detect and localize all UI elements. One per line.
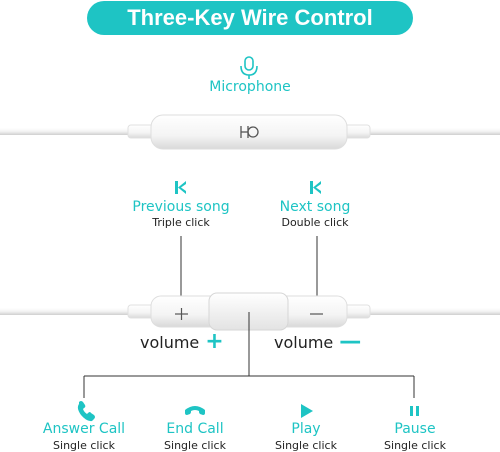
answer-call-label: Answer Call	[42, 421, 126, 437]
volume-up-label: volume +	[140, 331, 224, 353]
pause-sublabel: Single click	[384, 439, 446, 452]
volume-down-label: volume —	[274, 331, 361, 353]
pause-label: Pause	[394, 421, 436, 437]
end-call-sublabel: Single click	[164, 439, 226, 452]
next-icon	[310, 181, 321, 194]
plus-icon: +	[205, 329, 224, 354]
volume-down-text: volume	[274, 332, 334, 352]
pause-icon	[410, 406, 419, 416]
play-label: Play	[291, 421, 321, 437]
previous-song-sublabel: Triple click	[152, 216, 210, 229]
previous-icon	[175, 181, 186, 194]
answer-call-sublabel: Single click	[53, 439, 115, 452]
next-song-sublabel: Double click	[281, 216, 349, 229]
phone-icon	[77, 401, 95, 422]
end-call-icon	[185, 406, 205, 415]
play-item: Play Single click	[251, 421, 361, 452]
volume-up-text: volume	[140, 332, 200, 352]
play-sublabel: Single click	[275, 439, 337, 452]
microphone-label: Microphone	[209, 79, 291, 95]
answer-call-item: Answer Call Single click	[29, 421, 139, 452]
minus-icon: —	[339, 329, 362, 354]
title-banner: Three-Key Wire Control	[87, 1, 413, 35]
microphone-icon	[240, 56, 258, 79]
title-text: Three-Key Wire Control	[127, 5, 373, 30]
previous-song-label: Previous song	[132, 199, 230, 215]
end-call-label: End Call	[166, 421, 224, 437]
pause-item: Pause Single click	[360, 421, 470, 452]
volume-up-key[interactable]	[175, 308, 188, 320]
center-leader-tree	[83, 312, 415, 398]
play-icon	[301, 404, 313, 418]
next-song-label: Next song	[279, 199, 351, 215]
mic-controller[interactable]	[150, 114, 348, 150]
end-call-item: End Call Single click	[140, 421, 250, 452]
